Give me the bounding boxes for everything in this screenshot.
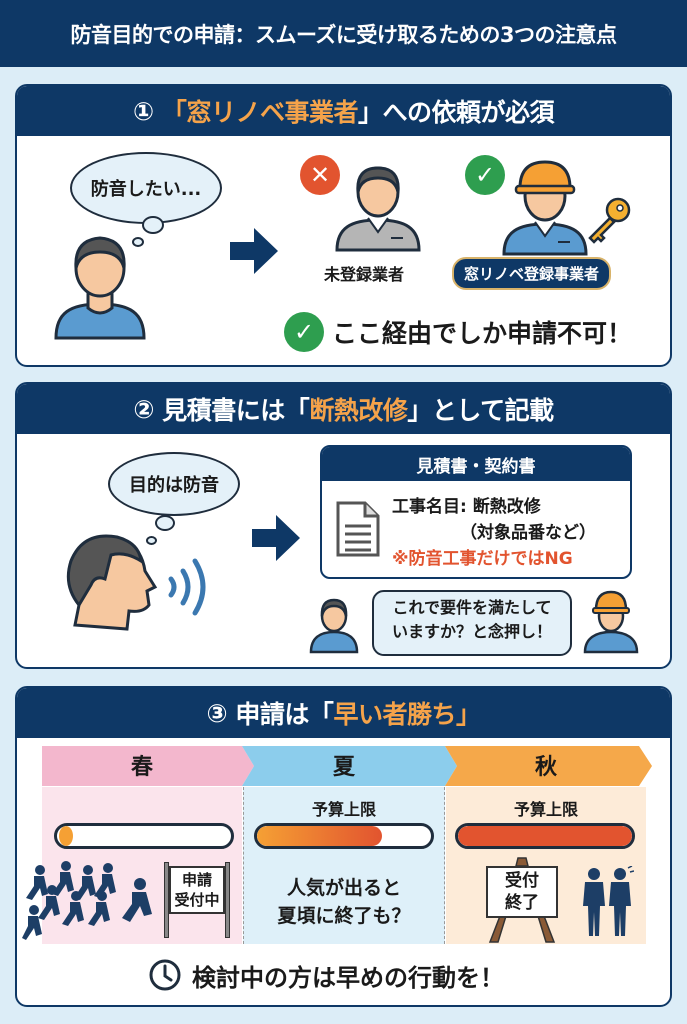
- speech-line: いますか？と念押し！: [391, 622, 552, 641]
- sign-line: 受付: [505, 871, 539, 891]
- check-mark-icon: ✓: [284, 312, 324, 352]
- ng-warning: ※防音工事だけではNG: [392, 549, 573, 569]
- budget-fill: [458, 826, 632, 846]
- thought-text: 目的は防音: [129, 475, 219, 496]
- budget-label-autumn: 予算上限: [513, 800, 578, 819]
- summer-note-line: 人気が出ると: [286, 877, 401, 899]
- heading-accent: 断熱改修: [309, 396, 408, 425]
- x-mark-icon: ✕: [300, 155, 340, 195]
- speech-line: これで要件を満たして: [392, 598, 552, 617]
- summer-note: 人気が出ると 夏頃に終了も？: [243, 874, 445, 930]
- budget-label-summer: 予算上限: [311, 800, 376, 819]
- unregistered-label: 未登録業者: [324, 265, 405, 284]
- budget-bar-spring: [54, 823, 234, 849]
- thought-dot: [146, 536, 157, 545]
- contractor-icon: [583, 590, 639, 654]
- application-closed-sign: 受付 終了: [486, 866, 558, 918]
- sign-line: 受付中: [174, 891, 220, 909]
- budget-bar-autumn: [455, 823, 635, 849]
- section-3-footer: 検討中の方は早めの行動を！: [192, 964, 504, 992]
- spring-column: [42, 787, 242, 944]
- section-number: ②: [133, 394, 155, 424]
- budget-fill: [257, 826, 383, 846]
- heading-pre: 申請は「: [235, 700, 334, 729]
- section-2-heading: ② 見積書には「断熱改修」として記載: [17, 384, 670, 434]
- speaking-head-icon: [66, 534, 158, 631]
- arrow-right-icon: [252, 515, 300, 561]
- registered-worker-icon: [502, 160, 588, 256]
- worried-people-icon: [583, 866, 634, 936]
- thought-dot: [132, 237, 144, 247]
- sign-post-left: [164, 862, 169, 938]
- season-summer: 夏: [332, 755, 355, 780]
- section-3-heading: ③ 申請は「早い者勝ち」: [17, 688, 670, 738]
- check-mark-icon: ✓: [465, 155, 505, 195]
- sign-post-right: [225, 862, 230, 938]
- person-icon: [54, 236, 146, 340]
- heading-post: 」として記載: [407, 396, 554, 425]
- season-timeline: [42, 746, 652, 786]
- heading-accent: 窓リノベ事業者: [186, 98, 358, 127]
- summer-column: [243, 787, 445, 944]
- target-items-line: （対象品番など）: [460, 523, 596, 543]
- heading-pre: 見積書には「: [162, 396, 310, 425]
- registered-badge: 窓リノベ登録事業者: [452, 257, 612, 290]
- season-autumn: 秋: [534, 755, 557, 780]
- heading-rest: 」への依頼が必須: [357, 98, 555, 127]
- heading-accent: 早い者勝ち: [333, 700, 456, 729]
- customer-icon: [309, 598, 359, 654]
- document-icon: [336, 501, 380, 557]
- season-spring: 春: [130, 755, 153, 780]
- section-1-note: ここ経由でしか申請不可！: [332, 319, 633, 348]
- application-open-sign: 申請 受付中: [169, 866, 225, 914]
- sign-line: 終了: [505, 893, 539, 913]
- page-title: 防音目的での申請：スムーズに受け取るための3つの注意点: [0, 0, 687, 67]
- section-number: ③: [206, 698, 228, 728]
- thought-dot: [155, 515, 175, 531]
- budget-fill: [59, 826, 73, 846]
- sign-line: 申請: [181, 871, 212, 889]
- work-name-line: 工事名目: 断熱改修: [392, 497, 541, 517]
- heading-post: 」: [455, 700, 481, 729]
- section-1-heading: ① 「窓リノベ事業者」への依頼が必須」への依頼が必須: [17, 86, 670, 136]
- summer-note-line: 夏頃に終了も？: [277, 905, 411, 927]
- unregistered-worker-icon: [335, 166, 421, 252]
- running-crowd-icon: [22, 861, 152, 940]
- key-icon: [588, 197, 631, 244]
- sound-waves-icon: [168, 558, 206, 616]
- heading-bracket: 「: [161, 98, 187, 127]
- thought-bubble: 目的は防音: [108, 452, 240, 516]
- thought-dot: [142, 216, 164, 234]
- thought-bubble: 防音したい...: [70, 152, 222, 224]
- confirmation-speech-bubble: これで要件を満たして いますか？と念押し！: [372, 590, 572, 656]
- thought-text: 防音したい...: [90, 179, 202, 200]
- clock-icon: [149, 959, 181, 991]
- budget-bar-summer: [254, 823, 434, 849]
- arrow-right-icon: [230, 228, 278, 274]
- section-number: ①: [133, 96, 154, 126]
- estimate-card-title: 見積書・契約書: [322, 447, 630, 481]
